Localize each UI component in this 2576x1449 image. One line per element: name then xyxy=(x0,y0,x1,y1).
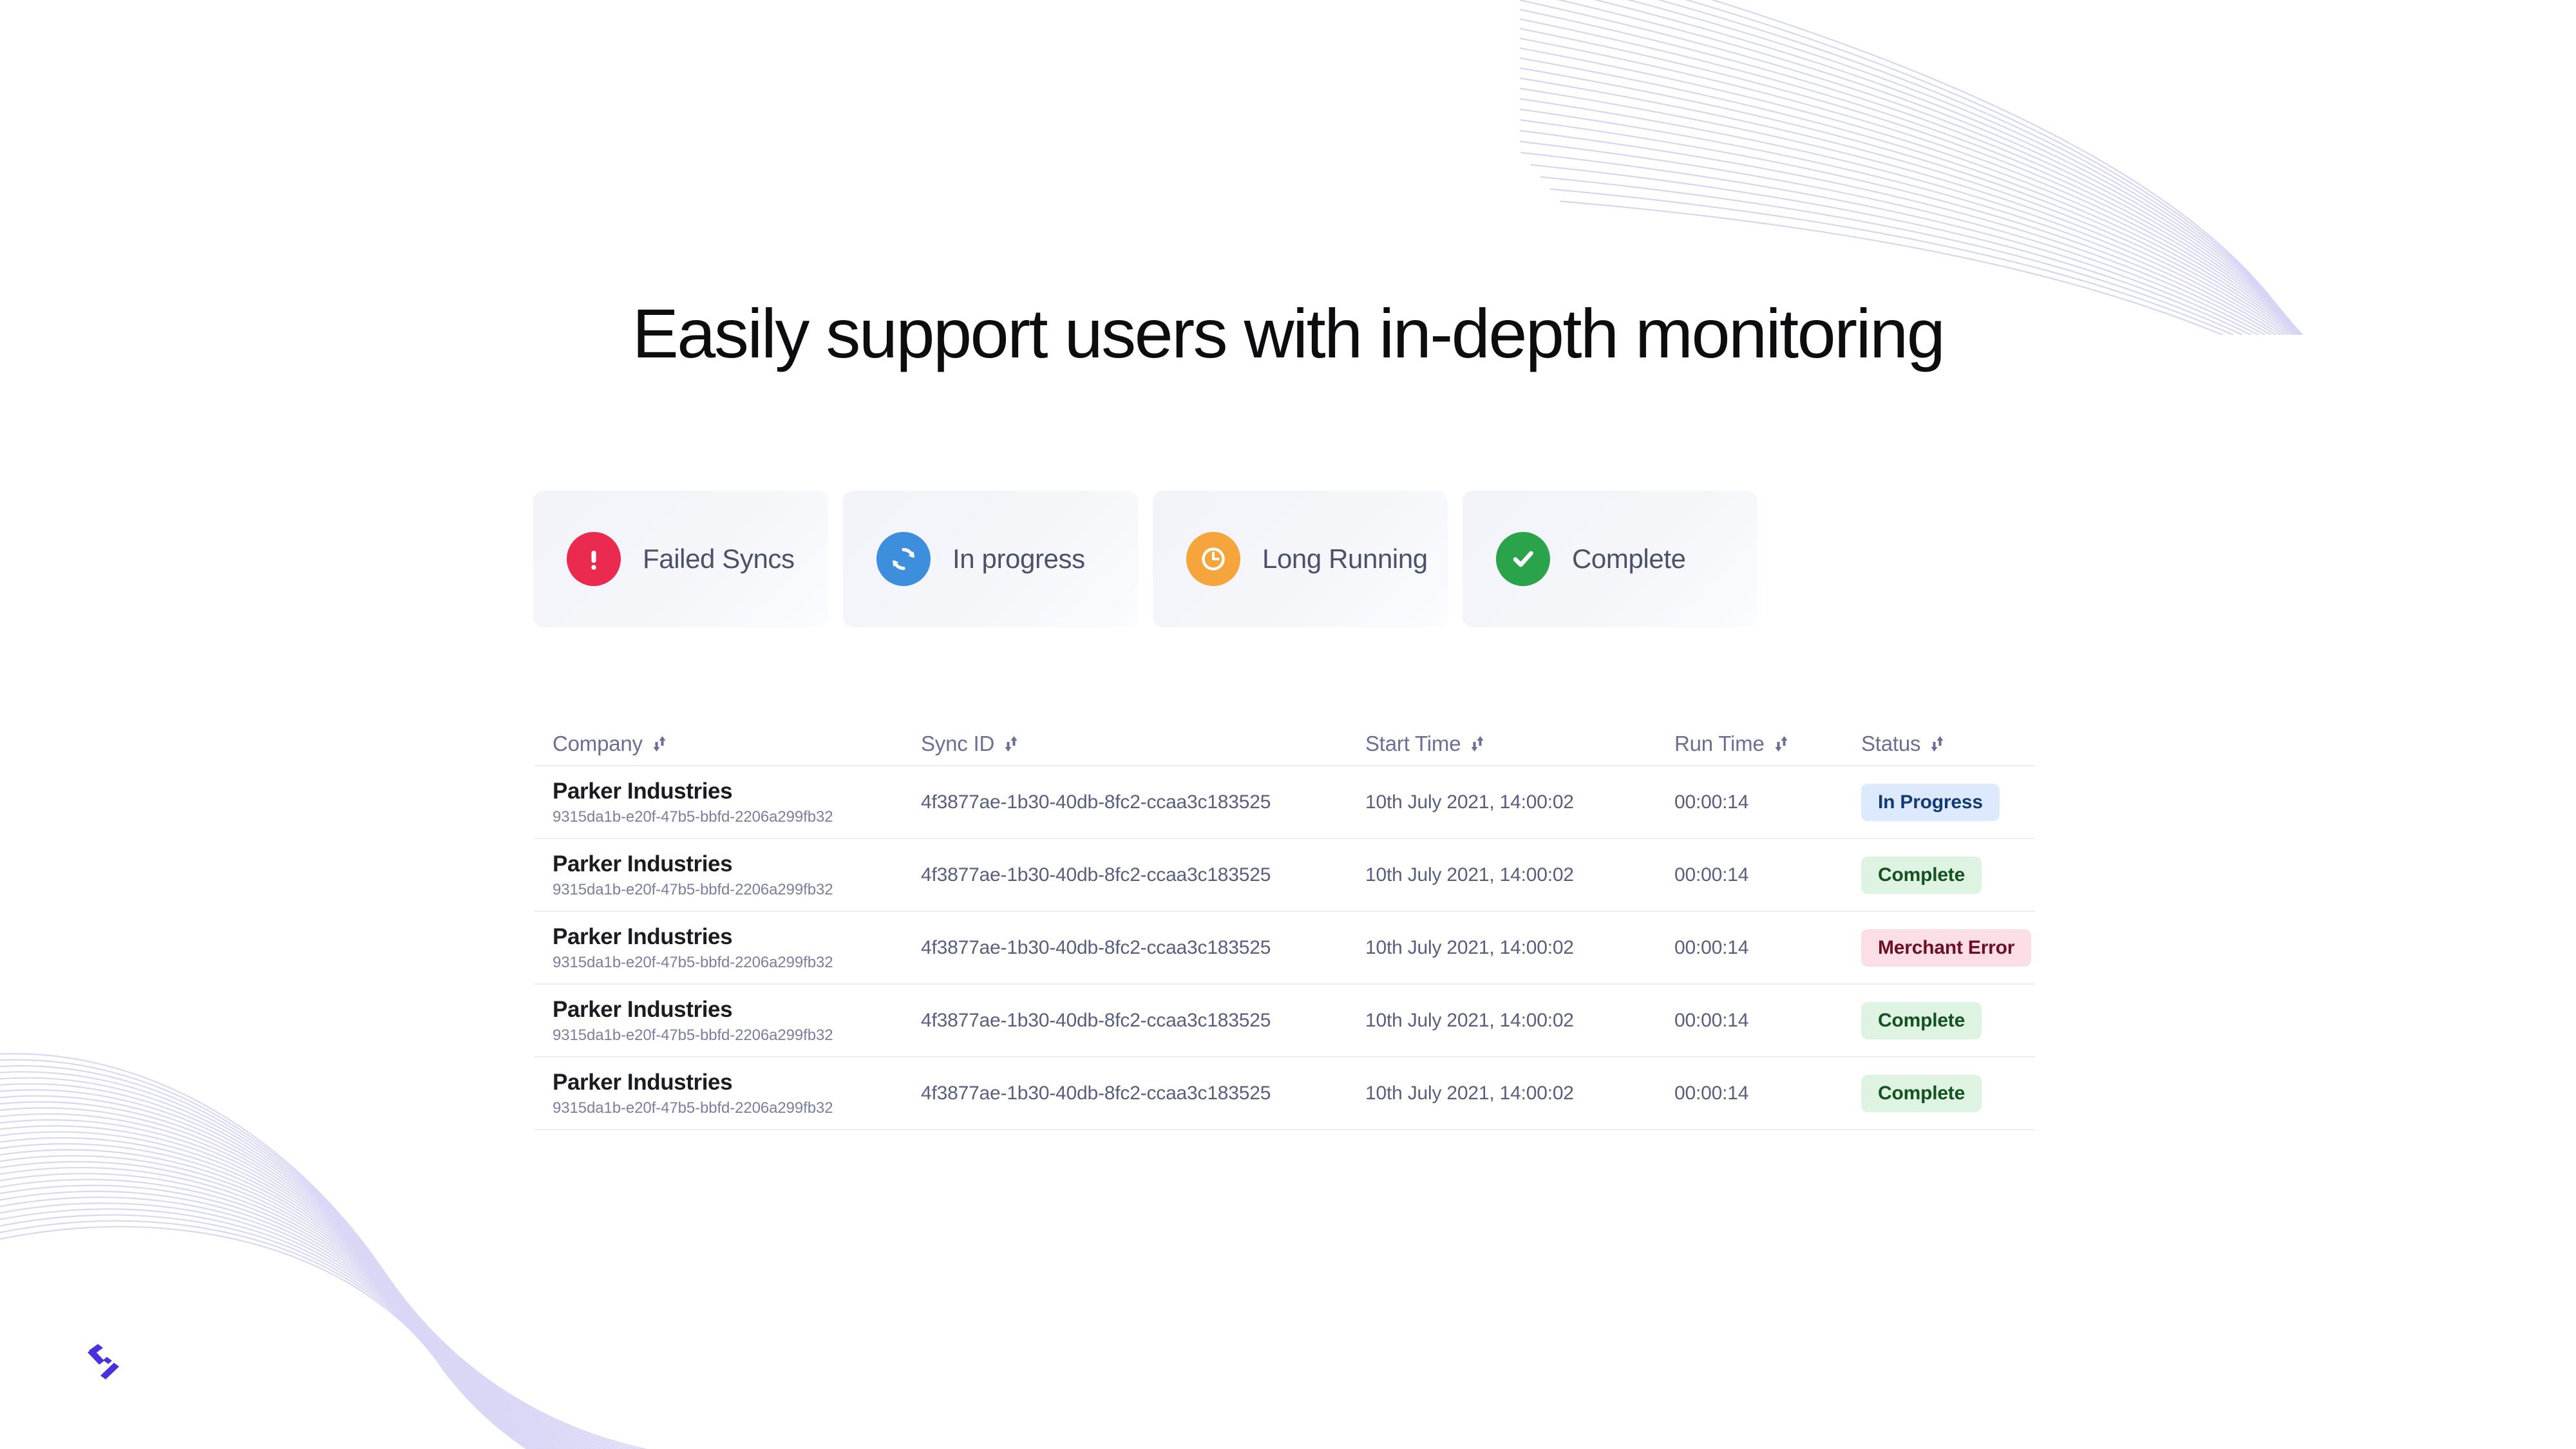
sort-arrows-icon[interactable] xyxy=(1773,735,1790,753)
table-row[interactable]: Parker Industries 9315da1b-e20f-47b5-bbfd… xyxy=(535,912,2035,985)
table-header-status[interactable]: Status xyxy=(1861,732,2035,756)
status-card-label: Complete xyxy=(1572,544,1686,574)
run-time-value: 00:00:14 xyxy=(1674,864,1749,886)
status-card-label: Failed Syncs xyxy=(643,544,795,574)
cell-start-time: 10th July 2021, 14:00:02 xyxy=(1365,864,1674,886)
status-card-label: Long Running xyxy=(1262,544,1428,574)
start-time-value: 10th July 2021, 14:00:02 xyxy=(1365,1082,1574,1104)
cell-status: Merchant Error xyxy=(1861,929,2035,967)
sync-id-value: 4f3877ae-1b30-40db-8fc2-ccaa3c183525 xyxy=(921,1082,1271,1104)
table-header-run-time[interactable]: Run Time xyxy=(1674,732,1861,756)
sort-arrows-icon[interactable] xyxy=(651,735,668,753)
cell-run-time: 00:00:14 xyxy=(1674,864,1861,886)
clock-icon xyxy=(1186,532,1240,586)
sync-runs-table: Company Sync ID Star xyxy=(535,708,2035,1130)
table-header-sync-id[interactable]: Sync ID xyxy=(921,732,1365,756)
cell-sync-id: 4f3877ae-1b30-40db-8fc2-ccaa3c183525 xyxy=(921,1010,1365,1032)
start-time-value: 10th July 2021, 14:00:02 xyxy=(1365,936,1574,958)
page-title: Easily support users with in-depth monit… xyxy=(632,294,1946,372)
status-card-label: In progress xyxy=(952,544,1085,574)
company-id: 9315da1b-e20f-47b5-bbfd-2206a299fb32 xyxy=(553,1027,833,1045)
status-badge[interactable]: Complete xyxy=(1861,1001,1982,1039)
status-card-row: Failed Syncs In progress Long Runnin xyxy=(533,491,1757,627)
cell-status: Complete xyxy=(1861,1074,2035,1112)
cell-start-time: 10th July 2021, 14:00:02 xyxy=(1365,1083,1674,1104)
company-name: Parker Industries xyxy=(553,778,733,804)
start-time-value: 10th July 2021, 14:00:02 xyxy=(1365,791,1574,813)
company-id: 9315da1b-e20f-47b5-bbfd-2206a299fb32 xyxy=(553,954,833,972)
company-name: Parker Industries xyxy=(553,923,733,949)
company-name: Parker Industries xyxy=(553,996,733,1022)
cell-company: Parker Industries 9315da1b-e20f-47b5-bbfd… xyxy=(535,851,921,899)
sync-id-value: 4f3877ae-1b30-40db-8fc2-ccaa3c183525 xyxy=(921,1009,1271,1031)
brand-logo-mark xyxy=(88,1344,119,1379)
cell-status: Complete xyxy=(1861,1001,2035,1039)
status-card-in-progress[interactable]: In progress xyxy=(843,491,1138,627)
status-card-complete[interactable]: Complete xyxy=(1463,491,1757,627)
cell-company: Parker Industries 9315da1b-e20f-47b5-bbfd… xyxy=(535,1069,921,1117)
column-label: Start Time xyxy=(1365,732,1461,755)
cell-run-time: 00:00:14 xyxy=(1674,791,1861,813)
status-card-long-running[interactable]: Long Running xyxy=(1153,491,1448,627)
status-badge[interactable]: Merchant Error xyxy=(1861,929,2032,967)
column-label: Status xyxy=(1861,732,1921,755)
wave-decoration-top-right xyxy=(1520,0,2304,335)
sync-id-value: 4f3877ae-1b30-40db-8fc2-ccaa3c183525 xyxy=(921,864,1271,886)
run-time-value: 00:00:14 xyxy=(1674,1009,1749,1031)
company-id: 9315da1b-e20f-47b5-bbfd-2206a299fb32 xyxy=(553,808,833,826)
cell-status: In Progress xyxy=(1861,783,2035,821)
sync-id-value: 4f3877ae-1b30-40db-8fc2-ccaa3c183525 xyxy=(921,936,1271,958)
cell-company: Parker Industries 9315da1b-e20f-47b5-bbfd… xyxy=(535,923,921,972)
table-row[interactable]: Parker Industries 9315da1b-e20f-47b5-bbfd… xyxy=(535,985,2035,1057)
cell-sync-id: 4f3877ae-1b30-40db-8fc2-ccaa3c183525 xyxy=(921,937,1365,959)
table-header-row: Company Sync ID Star xyxy=(535,708,2035,766)
company-name: Parker Industries xyxy=(553,1069,733,1095)
company-id: 9315da1b-e20f-47b5-bbfd-2206a299fb32 xyxy=(553,1099,833,1117)
status-card-failed-syncs[interactable]: Failed Syncs xyxy=(533,491,828,627)
cell-run-time: 00:00:14 xyxy=(1674,1083,1861,1104)
column-label: Company xyxy=(553,732,643,755)
cell-company: Parker Industries 9315da1b-e20f-47b5-bbfd… xyxy=(535,778,921,826)
run-time-value: 00:00:14 xyxy=(1674,936,1749,958)
status-badge[interactable]: Complete xyxy=(1861,856,1982,894)
cell-start-time: 10th July 2021, 14:00:02 xyxy=(1365,1010,1674,1032)
run-time-value: 00:00:14 xyxy=(1674,1082,1749,1104)
sync-refresh-icon xyxy=(876,532,931,586)
sync-id-value: 4f3877ae-1b30-40db-8fc2-ccaa3c183525 xyxy=(921,791,1271,813)
cell-sync-id: 4f3877ae-1b30-40db-8fc2-ccaa3c183525 xyxy=(921,1083,1365,1104)
start-time-value: 10th July 2021, 14:00:02 xyxy=(1365,1009,1574,1031)
sort-arrows-icon[interactable] xyxy=(1929,735,1946,753)
table-row[interactable]: Parker Industries 9315da1b-e20f-47b5-bbfd… xyxy=(535,766,2035,839)
table-row[interactable]: Parker Industries 9315da1b-e20f-47b5-bbfd… xyxy=(535,839,2035,912)
sort-arrows-icon[interactable] xyxy=(1003,735,1019,753)
status-badge[interactable]: In Progress xyxy=(1861,783,2000,821)
cell-status: Complete xyxy=(1861,856,2035,894)
column-label: Run Time xyxy=(1674,732,1765,755)
cell-company: Parker Industries 9315da1b-e20f-47b5-bbfd… xyxy=(535,996,921,1045)
table-header-company[interactable]: Company xyxy=(535,732,921,756)
cell-sync-id: 4f3877ae-1b30-40db-8fc2-ccaa3c183525 xyxy=(921,864,1365,886)
company-id: 9315da1b-e20f-47b5-bbfd-2206a299fb32 xyxy=(553,881,833,899)
status-badge[interactable]: Complete xyxy=(1861,1074,1982,1112)
company-name: Parker Industries xyxy=(553,851,733,876)
cell-run-time: 00:00:14 xyxy=(1674,937,1861,959)
table-body: Parker Industries 9315da1b-e20f-47b5-bbfd… xyxy=(535,766,2035,1130)
start-time-value: 10th July 2021, 14:00:02 xyxy=(1365,864,1574,886)
cell-start-time: 10th July 2021, 14:00:02 xyxy=(1365,791,1674,813)
cell-run-time: 00:00:14 xyxy=(1674,1010,1861,1032)
table-row[interactable]: Parker Industries 9315da1b-e20f-47b5-bbfd… xyxy=(535,1057,2035,1130)
cell-start-time: 10th July 2021, 14:00:02 xyxy=(1365,937,1674,959)
cell-sync-id: 4f3877ae-1b30-40db-8fc2-ccaa3c183525 xyxy=(921,791,1365,813)
column-label: Sync ID xyxy=(921,732,995,755)
run-time-value: 00:00:14 xyxy=(1674,791,1749,813)
check-circle-icon xyxy=(1496,532,1550,586)
alert-exclamation-icon xyxy=(567,532,621,586)
sort-arrows-icon[interactable] xyxy=(1469,735,1486,753)
table-header-start-time[interactable]: Start Time xyxy=(1365,732,1674,756)
